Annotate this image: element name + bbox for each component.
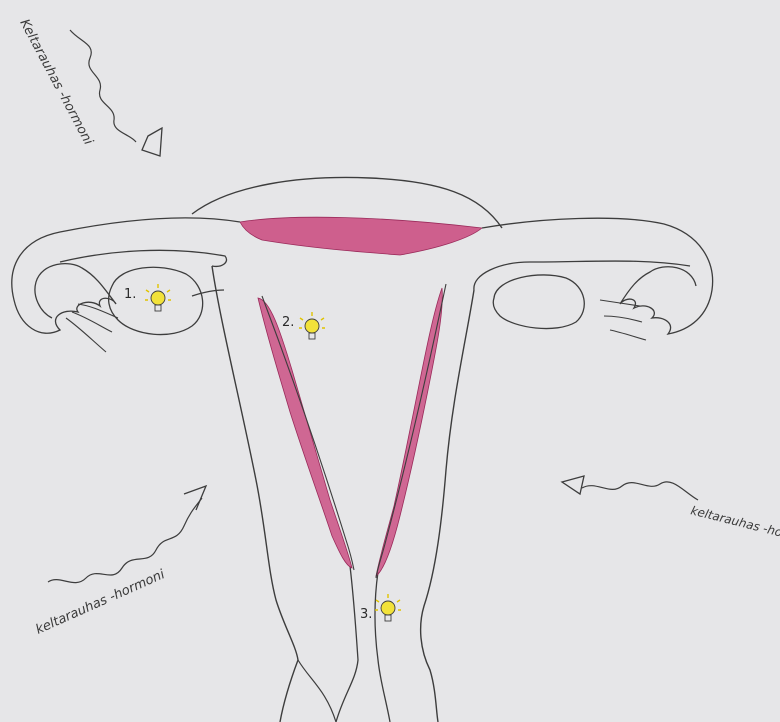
marker-number: 2. [282, 315, 294, 330]
hormone-arrow-right [582, 482, 698, 500]
right-ovary [493, 275, 584, 329]
lightbulb-icon [145, 284, 171, 311]
cervix-left-inner [336, 566, 358, 722]
hormone-label-bottom-left: keltarauhas -hormoni [34, 567, 168, 638]
label-group-right: keltarauhas -hormoni [689, 503, 780, 548]
left-ovarian-ligament [192, 290, 224, 296]
hormone-label-right: keltarauhas -hormoni [689, 503, 780, 548]
vaginal-canal-left [298, 660, 336, 722]
hormone-arrowhead-right [562, 476, 584, 494]
right-tube-inner-outline [474, 261, 690, 290]
right-fallopian-tube-outline [482, 218, 713, 334]
marker-3: 3. [360, 594, 401, 622]
right-fimbriae [600, 300, 646, 340]
marker-number: 3. [360, 607, 372, 622]
marker-2: 2. [282, 312, 325, 339]
hormone-label-top-left: Keltarauhas -hormoni [16, 17, 95, 148]
marker-1: 1. [124, 284, 171, 311]
left-tube-inner-outline [60, 250, 227, 266]
left-fallopian-tube-outline [12, 218, 240, 333]
uterus-left-wall [212, 266, 298, 722]
marker-number: 1. [124, 287, 136, 302]
lightbulb-icon [375, 594, 401, 621]
lightbulb-icon [299, 312, 325, 339]
endometrium-right-wall [376, 288, 442, 576]
endometrium-left-wall [258, 298, 352, 568]
endometrium-top [240, 217, 482, 255]
hormone-arrow-bottom-left [48, 498, 202, 583]
label-group-top-left: Keltarauhas -hormoni [16, 17, 95, 148]
label-group-bottom-left: keltarauhas -hormoni [34, 567, 168, 638]
hormone-arrowhead-top-left [142, 128, 162, 156]
